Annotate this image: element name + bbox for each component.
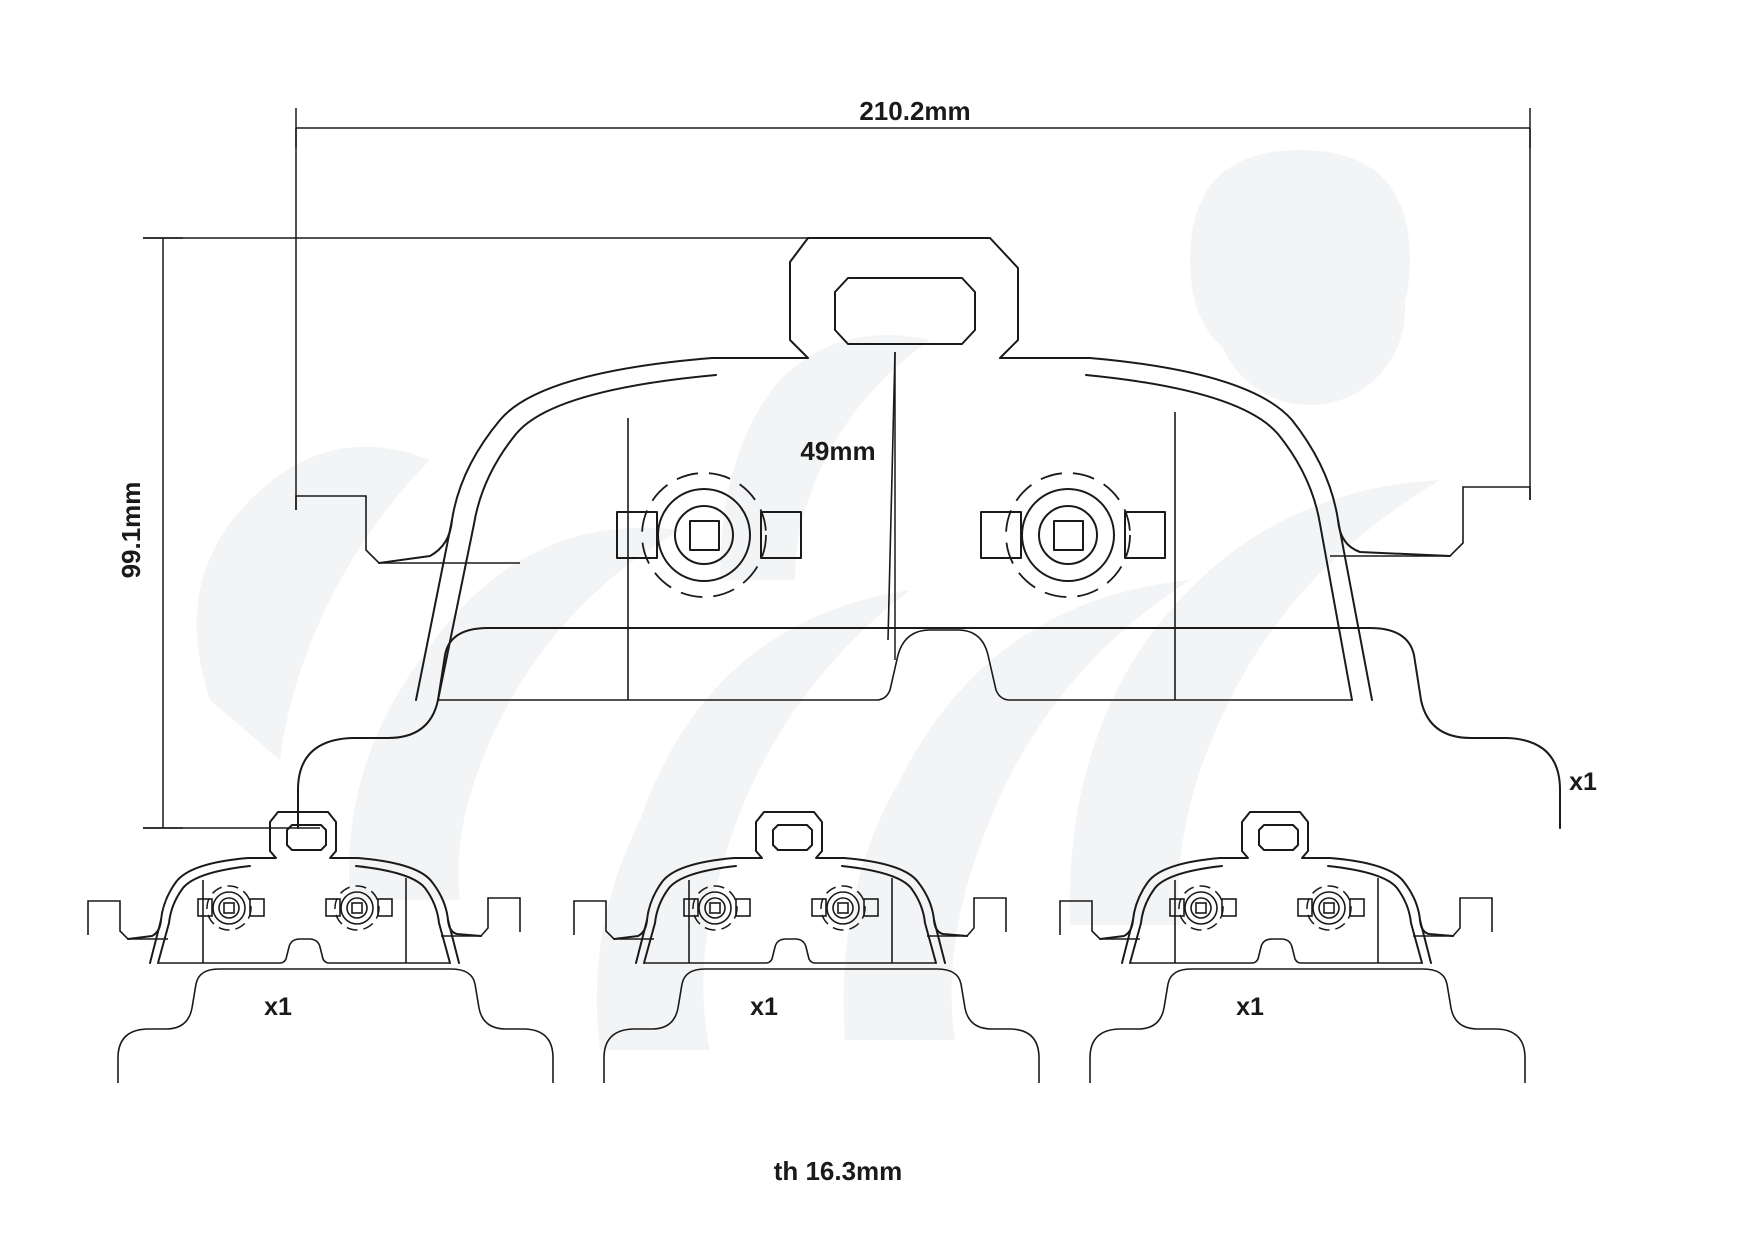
small-view-right-rivet-2	[1297, 885, 1365, 931]
small-view-left-rivet-1	[197, 885, 265, 931]
small-view-center-rivet-1	[683, 885, 751, 931]
small-view-center: x1	[573, 811, 1040, 1083]
main-view-rivet-right	[980, 472, 1166, 598]
main-view-backing-clip	[297, 627, 1561, 829]
dimension-lines	[143, 108, 1531, 829]
main-view-rivet-left	[616, 472, 802, 598]
small-pad-2-quantity-label: x1	[750, 993, 778, 1021]
pad-height-dimension-label: 49mm	[800, 436, 875, 466]
thickness-dimension-label: th 16.3mm	[774, 1156, 903, 1186]
small-pad-3-quantity-label: x1	[1236, 993, 1264, 1021]
small-pad-1-quantity-label: x1	[264, 993, 292, 1021]
main-pad-quantity-label: x1	[1569, 768, 1597, 796]
watermark-logo	[196, 150, 1440, 1050]
height-dimension-label: 99.1mm	[116, 482, 146, 579]
main-view-friction-bottom	[438, 629, 1352, 701]
main-view-pad-body	[711, 237, 1091, 359]
small-view-left: x1	[87, 811, 554, 1083]
small-view-right: x1	[1059, 811, 1526, 1083]
small-view-right-rivet-1	[1169, 885, 1237, 931]
width-dimension-label: 210.2mm	[859, 96, 970, 126]
main-view-pad-shoulders	[378, 519, 1451, 564]
small-view-left-rivet-2	[325, 885, 393, 931]
main-view-friction-material	[415, 357, 1373, 701]
small-view-center-rivet-2	[811, 885, 879, 931]
